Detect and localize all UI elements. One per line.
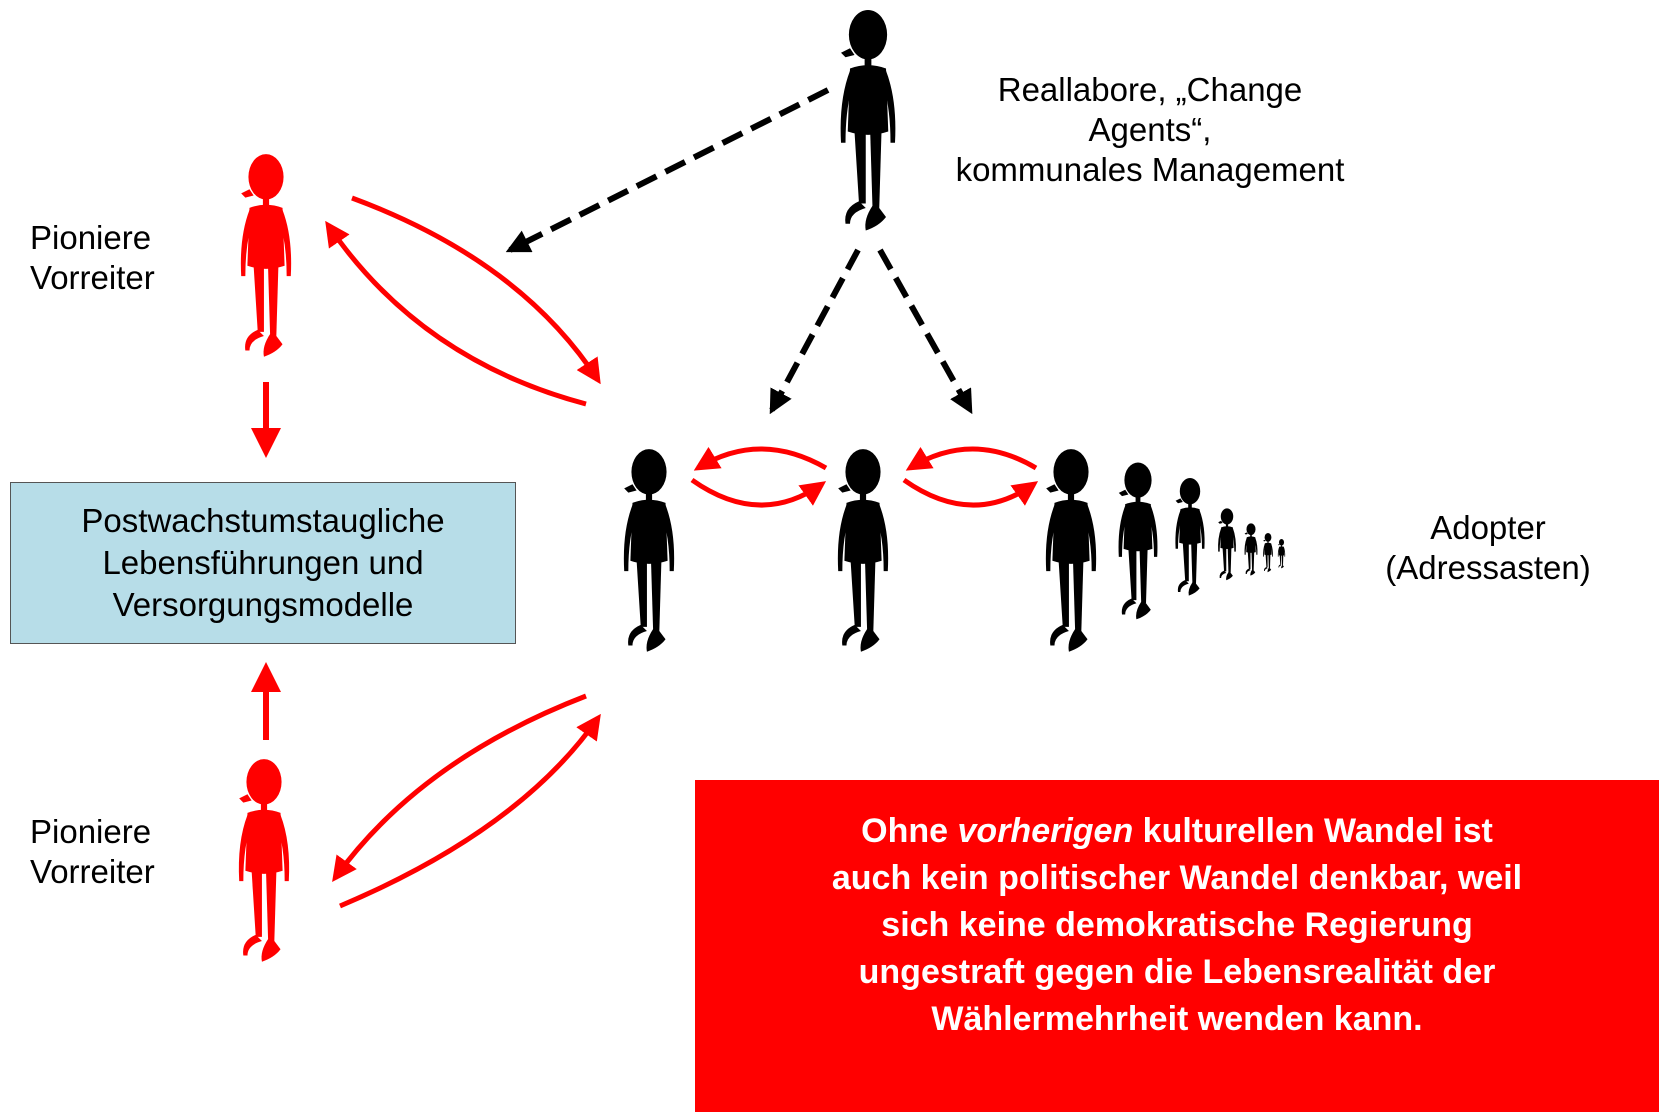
pioneers-bottom-label: Pioniere Vorreiter (30, 812, 220, 892)
adopter-figure (623, 449, 675, 652)
adopter-label-line2: (Adressasten) (1385, 549, 1591, 586)
dashed-arrow-to-pioneers (505, 87, 830, 253)
dashed-arrow-to-adopter-right (877, 248, 973, 415)
statement-line1: Ohne vorherigen kulturellen Wandel ist (695, 808, 1659, 855)
pioneer-top-figure (240, 154, 292, 357)
adopter-figure (1045, 449, 1097, 652)
statement-line3: sich keine demokratische Regierung (881, 906, 1473, 944)
adopter-figure (837, 449, 889, 652)
change-agents-label-line1: Reallabore, „Change Agents“, (997, 71, 1303, 148)
adopter-figure (1218, 508, 1236, 581)
change-agent-figure (840, 10, 896, 231)
statement-line2: auch kein politischer Wandel denkbar, we… (831, 859, 1523, 897)
pioneers-top-label-line1: Pioniere (30, 219, 152, 256)
pioneers-bottom-label-line1: Pioniere (30, 813, 152, 850)
lifestyle-models-box: Postwachstumstaugliche Lebensführungen u… (10, 482, 516, 644)
statement-emphasis: vorherigen (957, 812, 1134, 850)
pioneers-top-label: Pioniere Vorreiter (30, 218, 220, 298)
exchange-arrow-2-bottom (902, 477, 1039, 508)
pioneers-top-label-line2: Vorreiter (30, 259, 155, 296)
change-agents-label-line2: kommunales Management (955, 151, 1345, 188)
adopter-figure (1277, 539, 1286, 569)
statement-line4: ungestraft gegen die Lebensrealität der (858, 953, 1496, 991)
statement-part3: kulturellen Wandel ist (1133, 812, 1493, 850)
pioneers-bottom-label-line2: Vorreiter (30, 853, 155, 890)
exchange-arrow-1-bottom (690, 477, 827, 508)
lifestyle-models-line3: Versorgungsmodelle (112, 586, 414, 623)
dashed-arrow-to-adopter-left (769, 248, 861, 415)
adopter-label-line1: Adopter (1430, 509, 1546, 546)
loop-arrow-bottom-outer (332, 693, 587, 883)
loop-arrow-bottom-inner (339, 713, 601, 909)
exchange-arrow-2-top (905, 446, 1038, 471)
adopter-figure (1263, 533, 1273, 573)
adopter-figure (1175, 478, 1205, 596)
change-agents-label: Reallabore, „Change Agents“, kommunales … (950, 70, 1350, 190)
exchange-arrow-1-top (693, 446, 828, 471)
statement-line5: Wählermehrheit wenden kann. (931, 1000, 1423, 1038)
adopter-figure (1118, 462, 1158, 620)
pioneer-bottom-figure (238, 759, 290, 962)
statement-box: Ohne vorherigen kulturellen Wandel ist a… (695, 780, 1659, 1112)
adopter-label: Adopter (Adressasten) (1318, 508, 1658, 588)
loop-arrow-top-outer (351, 195, 601, 385)
adopter-figure (1244, 523, 1258, 576)
loop-arrow-top-inner (325, 220, 587, 407)
lifestyle-models-line1: Postwachstumstaugliche (81, 502, 445, 539)
lifestyle-models-line2: Lebensführungen und (102, 544, 424, 581)
statement-part1: Ohne (861, 812, 958, 850)
